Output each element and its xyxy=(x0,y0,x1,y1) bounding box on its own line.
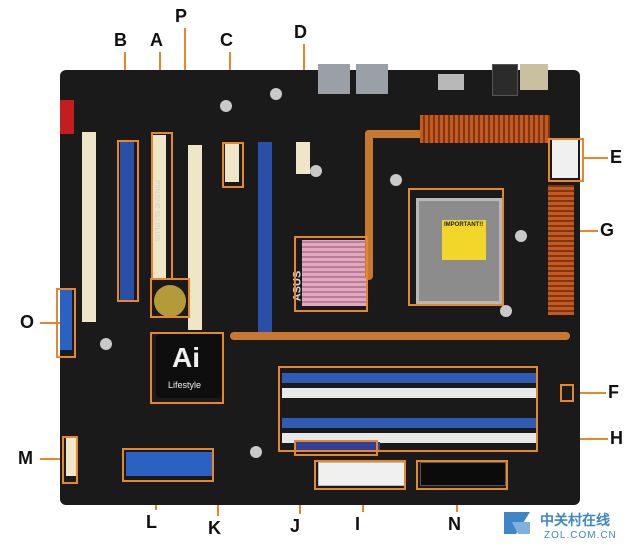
rear-io-lan-2 xyxy=(356,64,388,94)
pcie-x16-slot xyxy=(120,142,134,302)
capacitor xyxy=(310,165,322,177)
callout-box-B xyxy=(117,140,139,302)
heat-pipe xyxy=(365,130,373,280)
leader-M xyxy=(40,458,64,460)
leader-O xyxy=(40,322,60,324)
callout-C: C xyxy=(220,30,233,50)
callout-E: E xyxy=(610,147,623,167)
front-panel-header xyxy=(66,436,78,476)
callout-box-N xyxy=(416,460,508,490)
pci-slot xyxy=(188,145,202,330)
callout-box-K xyxy=(150,332,224,404)
northbridge-heatsink xyxy=(302,240,366,306)
dimm-slot-white xyxy=(282,433,536,443)
pcie-x1-slot xyxy=(225,142,239,182)
sata-ports xyxy=(126,452,214,476)
rear-io-usb-2 xyxy=(520,64,548,90)
callout-box-O xyxy=(56,288,76,358)
motherboard: Ai Lifestyle P5N32-E SLI PLUS ASUS IMPOR… xyxy=(60,64,580,505)
power-connector-red xyxy=(60,100,74,134)
callout-A: A xyxy=(150,30,163,50)
callout-B: B xyxy=(114,30,127,50)
floppy-connector xyxy=(296,442,380,452)
pcie-x16-slot xyxy=(258,142,272,332)
callout-H: H xyxy=(610,428,623,448)
vrm-heatsink-side xyxy=(548,185,574,315)
callout-box-M xyxy=(62,436,78,484)
capacitor xyxy=(390,174,402,186)
ai-lifestyle-logo xyxy=(156,334,222,398)
callout-J: J xyxy=(290,516,301,536)
callout-box-P xyxy=(150,278,190,318)
callout-M: M xyxy=(18,448,33,468)
ai-logo-sub: Lifestyle xyxy=(168,380,202,390)
callout-box-D xyxy=(294,236,368,312)
capacitor xyxy=(270,88,282,100)
callout-box-L xyxy=(122,448,214,482)
capacitor xyxy=(500,305,512,317)
ai-logo-text: Ai xyxy=(172,342,200,373)
capacitor xyxy=(100,338,112,350)
vrm-heatsink-top xyxy=(420,115,550,143)
callout-box-E xyxy=(548,138,584,182)
dimm-slot-white xyxy=(282,388,536,398)
callout-F: F xyxy=(608,382,619,402)
cmos-battery xyxy=(154,285,186,317)
capacitor xyxy=(515,230,527,242)
callout-G: G xyxy=(600,220,615,240)
callout-box-G xyxy=(408,188,504,306)
watermark-cn: 中关村在线 xyxy=(540,512,610,528)
dimm-slot-blue xyxy=(282,373,536,383)
callout-box-J xyxy=(294,440,378,456)
cpu-sticker xyxy=(442,220,486,260)
callout-box-C xyxy=(222,142,244,188)
rear-io-audio xyxy=(492,64,518,96)
rear-io-usb xyxy=(438,74,464,90)
atx-12v-connector xyxy=(552,140,578,178)
callout-N: N xyxy=(448,514,461,534)
heat-pipe xyxy=(230,332,570,340)
capacitor xyxy=(250,446,262,458)
callout-box-I xyxy=(314,460,406,490)
pcie-x1-slot xyxy=(152,135,166,280)
watermark-logo xyxy=(502,508,532,538)
callout-O: O xyxy=(20,312,35,332)
callout-K: K xyxy=(208,518,221,538)
callout-box-F xyxy=(560,384,574,402)
leader-F xyxy=(572,392,606,394)
dimm-slot-blue xyxy=(282,418,536,428)
cpu-sticker-text: IMPORTANT!! xyxy=(444,222,484,228)
callout-box-H xyxy=(278,366,538,452)
pcie-x1-slot xyxy=(296,142,310,174)
atx-24pin-connector xyxy=(318,462,406,486)
callout-box-A xyxy=(151,132,173,280)
usb-header xyxy=(60,290,72,350)
capacitor xyxy=(220,100,232,112)
pci-slot xyxy=(82,132,96,322)
leader-E xyxy=(584,157,608,159)
callout-D: D xyxy=(294,22,307,42)
callout-L: L xyxy=(146,512,157,532)
watermark-url: ZOL.COM.CN xyxy=(544,530,617,541)
callout-P: P xyxy=(175,6,188,26)
callout-I: I xyxy=(355,514,361,534)
rear-io-lan xyxy=(318,64,350,94)
ide-connector xyxy=(420,462,506,486)
